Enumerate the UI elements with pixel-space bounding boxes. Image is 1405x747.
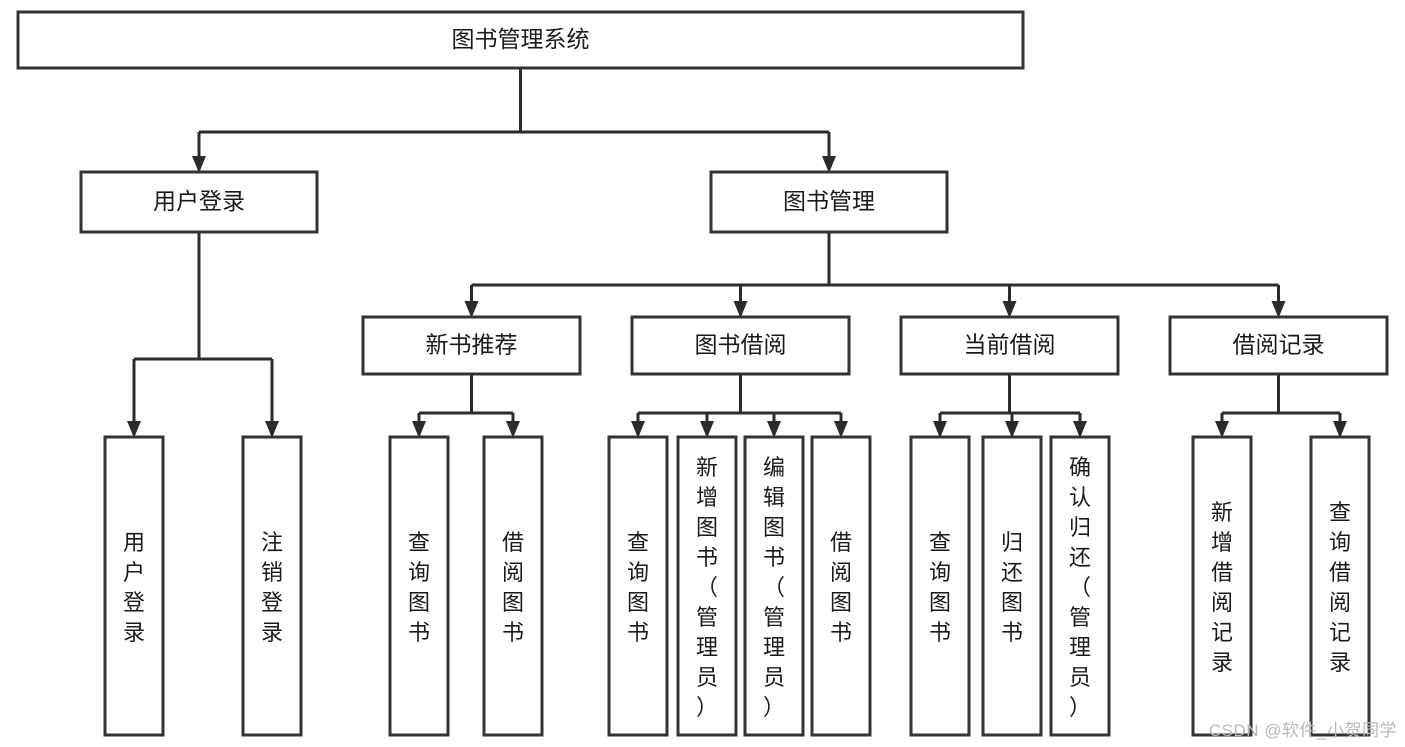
node-label-leaf-user-logout: 注销登录: [261, 530, 283, 645]
arrow-head-icon: [631, 421, 645, 438]
node-box-leaf-edit-book: [743, 435, 805, 737]
node-leaf-user-logout[interactable]: 注销登录: [241, 435, 303, 737]
node-leaf-query-book-3[interactable]: 查询图书: [909, 435, 971, 737]
node-box-borrow-record: [1168, 315, 1389, 376]
node-box-leaf-borrow-book-1: [482, 435, 544, 737]
node-label-user-login: 用户登录: [153, 188, 245, 214]
node-label-leaf-add-record: 新增借阅记录: [1211, 500, 1233, 675]
node-box-leaf-return-book: [981, 435, 1043, 737]
node-leaf-return-book[interactable]: 归还图书: [981, 435, 1043, 737]
node-box-current-borrow: [899, 315, 1120, 376]
node-root[interactable]: 图书管理系统: [16, 10, 1025, 70]
arrow-head-icon: [1333, 421, 1347, 438]
node-new-book-recommend[interactable]: 新书推荐: [361, 315, 582, 376]
arrow-head-icon: [1271, 301, 1286, 318]
connector-group-book-borrow: [631, 374, 848, 438]
node-label-new-book-recommend: 新书推荐: [426, 332, 518, 358]
node-box-leaf-query-record: [1309, 435, 1371, 737]
node-box-leaf-user-login: [103, 435, 165, 737]
connector-group-new-book-recommend: [412, 374, 520, 438]
node-box-leaf-user-logout: [241, 435, 303, 737]
node-book-manage[interactable]: 图书管理: [709, 170, 949, 234]
arrow-head-icon: [464, 301, 479, 318]
node-leaf-borrow-book-2[interactable]: 借阅图书: [810, 435, 872, 737]
node-box-book-manage: [709, 170, 949, 234]
node-label-current-borrow: 当前借阅: [964, 332, 1056, 358]
node-label-leaf-query-record: 查询借阅记录: [1329, 500, 1351, 675]
node-label-leaf-query-book-1: 查询图书: [408, 530, 430, 645]
arrow-head-icon: [265, 421, 279, 438]
node-label-leaf-borrow-book-2: 借阅图书: [830, 530, 852, 645]
node-label-leaf-edit-book: 编辑图书（管理员）: [763, 455, 785, 720]
node-label-leaf-user-login: 用户登录: [123, 530, 145, 645]
node-leaf-query-book-2[interactable]: 查询图书: [607, 435, 669, 737]
node-leaf-query-book-1[interactable]: 查询图书: [388, 435, 450, 737]
connector-group-current-borrow: [933, 374, 1087, 438]
arrow-head-icon: [127, 421, 141, 438]
arrow-head-icon: [822, 156, 836, 173]
arrow-head-icon: [1215, 421, 1229, 438]
node-leaf-confirm-return[interactable]: 确认归还（管理员）: [1049, 435, 1111, 737]
arrow-head-icon: [834, 421, 848, 438]
node-leaf-query-record[interactable]: 查询借阅记录: [1309, 435, 1371, 737]
node-leaf-add-record[interactable]: 新增借阅记录: [1191, 435, 1253, 737]
node-leaf-user-login[interactable]: 用户登录: [103, 435, 165, 737]
connectors-layer: [127, 68, 1347, 438]
node-leaf-edit-book[interactable]: 编辑图书（管理员）: [743, 435, 805, 737]
arrow-head-icon: [700, 421, 714, 438]
node-box-leaf-query-book-1: [388, 435, 450, 737]
node-label-root: 图书管理系统: [452, 26, 590, 52]
arrow-head-icon: [767, 421, 781, 438]
connector-group-root: [192, 68, 836, 173]
node-box-user-login: [79, 170, 319, 234]
arrow-head-icon: [506, 421, 520, 438]
arrow-head-icon: [1002, 301, 1017, 318]
arrow-head-icon: [192, 156, 206, 173]
node-label-leaf-return-book: 归还图书: [1001, 530, 1023, 645]
node-box-leaf-borrow-book-2: [810, 435, 872, 737]
node-box-root: [16, 10, 1025, 70]
arrow-head-icon: [933, 421, 947, 438]
node-user-login[interactable]: 用户登录: [79, 170, 319, 234]
connector-group-user-login: [127, 232, 279, 438]
connector-group-book-manage: [464, 232, 1286, 318]
arrow-head-icon: [1005, 421, 1019, 438]
node-box-leaf-query-book-2: [607, 435, 669, 737]
node-box-leaf-add-record: [1191, 435, 1253, 737]
node-borrow-record[interactable]: 借阅记录: [1168, 315, 1389, 376]
node-box-book-borrow: [630, 315, 851, 376]
arrow-head-icon: [412, 421, 426, 438]
node-label-leaf-confirm-return: 确认归还（管理员）: [1069, 455, 1091, 720]
connector-group-borrow-record: [1215, 374, 1347, 438]
node-label-leaf-query-book-2: 查询图书: [627, 530, 649, 645]
node-box-leaf-query-book-3: [909, 435, 971, 737]
node-label-leaf-add-book: 新增图书（管理员）: [696, 455, 718, 720]
csdn-watermark: CSDN @软件_小贺同学: [1208, 721, 1397, 740]
node-book-borrow[interactable]: 图书借阅: [630, 315, 851, 376]
arrow-head-icon: [1073, 421, 1087, 438]
node-current-borrow[interactable]: 当前借阅: [899, 315, 1120, 376]
node-leaf-add-book[interactable]: 新增图书（管理员）: [676, 435, 738, 737]
node-box-new-book-recommend: [361, 315, 582, 376]
node-box-leaf-confirm-return: [1049, 435, 1111, 737]
node-label-leaf-borrow-book-1: 借阅图书: [502, 530, 524, 645]
node-leaf-borrow-book-1[interactable]: 借阅图书: [482, 435, 544, 737]
node-label-borrow-record: 借阅记录: [1233, 332, 1325, 358]
node-label-book-borrow: 图书借阅: [695, 332, 787, 358]
node-label-leaf-query-book-3: 查询图书: [929, 530, 951, 645]
nodes-layer: 图书管理系统用户登录图书管理新书推荐图书借阅当前借阅借阅记录用户登录注销登录查询…: [16, 10, 1389, 737]
arrow-head-icon: [733, 301, 748, 318]
node-box-leaf-add-book: [676, 435, 738, 737]
node-label-book-manage: 图书管理: [783, 188, 875, 214]
